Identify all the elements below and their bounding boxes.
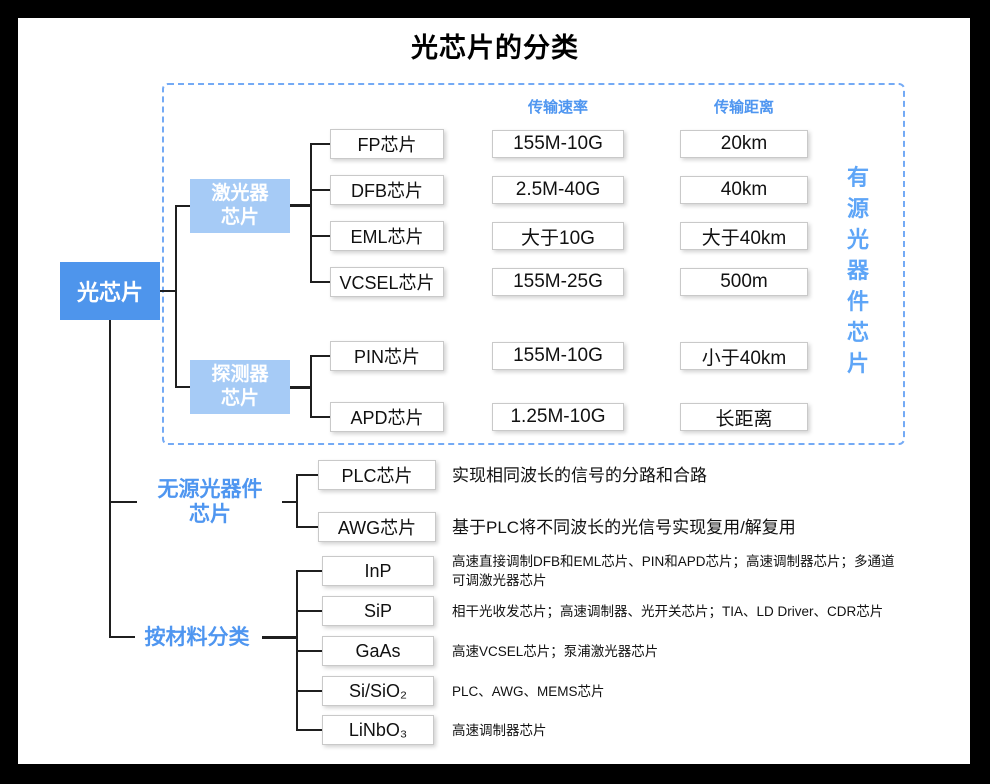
rate-value-box: 2.5M-40G: [492, 176, 624, 204]
passive-label-line: 芯片: [189, 503, 231, 526]
distance-value-box: 长距离: [680, 403, 808, 431]
connector-material-right: [262, 636, 297, 639]
chip-description: 实现相同波长的信号的分路和合路: [452, 466, 707, 485]
connector-stub: [310, 416, 330, 418]
connector-laser-right: [290, 204, 311, 207]
group-label-line: 芯片: [220, 388, 259, 409]
rate-value-box: 155M-10G: [492, 130, 624, 158]
connector-stub: [296, 650, 322, 652]
connector-stub: [310, 143, 330, 145]
material-name-box: Si/SiO₂: [322, 676, 434, 706]
chip-name-box: AWG芯片: [318, 512, 436, 542]
connector-root-down: [109, 320, 111, 638]
distance-value-box: 大于40km: [680, 222, 808, 250]
chip-name-box: PLC芯片: [318, 460, 436, 490]
material-name-box: SiP: [322, 596, 434, 626]
connector-vertical-laser-rows: [310, 143, 312, 283]
distance-value-box: 40km: [680, 176, 808, 204]
root-node-optical-chip: 光芯片: [60, 262, 160, 320]
material-name-box: GaAs: [322, 636, 434, 666]
connector-stub: [296, 474, 318, 476]
distance-value-box: 20km: [680, 130, 808, 158]
chip-description: 基于PLC将不同波长的光信号实现复用/解复用: [452, 518, 796, 537]
rate-value-box: 1.25M-10G: [492, 403, 624, 431]
active-chips-dashed-frame: [162, 83, 905, 445]
distance-value-box: 小于40km: [680, 342, 808, 370]
group-label-line: 激光器: [211, 183, 269, 204]
group-label-line: 探测器: [211, 364, 269, 385]
rate-column-header: 传输速率: [527, 99, 588, 116]
material-name-box: InP: [322, 556, 434, 586]
connector-stub: [310, 189, 330, 191]
connector-to-laser: [176, 205, 190, 207]
connector-stub: [296, 690, 322, 692]
connector-stub: [296, 570, 322, 572]
connector-vertical-passive-rows: [296, 474, 298, 528]
connector-stub: [296, 729, 322, 731]
passive-label-line: 无源光器件: [157, 478, 263, 501]
connector-stub: [310, 355, 330, 357]
connector-stub: [310, 281, 330, 283]
connector-to-passive: [109, 501, 137, 503]
connector-stub: [310, 235, 330, 237]
material-description: 高速直接调制DFB和EML芯片、PIN和APD芯片；高速调制器芯片；多通道可调激…: [452, 554, 895, 588]
chip-name-box: VCSEL芯片: [330, 267, 444, 297]
chip-name-box: FP芯片: [330, 129, 444, 159]
connector-stub: [296, 610, 322, 612]
material-description: PLC、AWG、MEMS芯片: [452, 684, 605, 699]
active-chips-vertical-label: 有源光器件芯片: [846, 165, 869, 376]
chip-name-box: EML芯片: [330, 221, 444, 251]
group-node-detector-chips: 探测器 芯片: [190, 360, 290, 414]
material-section-label: 按材料分类: [144, 626, 250, 649]
connector-to-detector: [176, 386, 190, 388]
connector-to-material: [109, 636, 135, 638]
connector-vertical-detector-rows: [310, 355, 312, 418]
distance-value-box: 500m: [680, 268, 808, 296]
chip-name-box: DFB芯片: [330, 175, 444, 205]
connector-vertical-groups: [175, 205, 177, 388]
distance-column-header: 传输距离: [713, 99, 774, 116]
material-description: 高速VCSEL芯片；泵浦激光器芯片: [452, 644, 659, 659]
diagram-title: 光芯片的分类: [411, 33, 579, 63]
material-name-box: LiNbO₃: [322, 715, 434, 745]
rate-value-box: 155M-25G: [492, 268, 624, 296]
connector-root-right: [160, 290, 176, 292]
chip-name-box: PIN芯片: [330, 341, 444, 371]
chip-name-box: APD芯片: [330, 402, 444, 432]
group-node-laser-chips: 激光器 芯片: [190, 179, 290, 233]
material-description: 高速调制器芯片: [452, 723, 547, 738]
connector-stub: [296, 526, 318, 528]
rate-value-box: 155M-10G: [492, 342, 624, 370]
connector-passive-right: [282, 501, 297, 503]
group-label-line: 芯片: [220, 207, 259, 228]
material-description: 相干光收发芯片；高速调制器、光开关芯片；TIA、LD Driver、CDR芯片: [452, 604, 884, 619]
connector-detector-right: [290, 386, 311, 389]
passive-section-label: 无源光器件 芯片: [140, 477, 280, 527]
rate-value-box: 大于10G: [492, 222, 624, 250]
